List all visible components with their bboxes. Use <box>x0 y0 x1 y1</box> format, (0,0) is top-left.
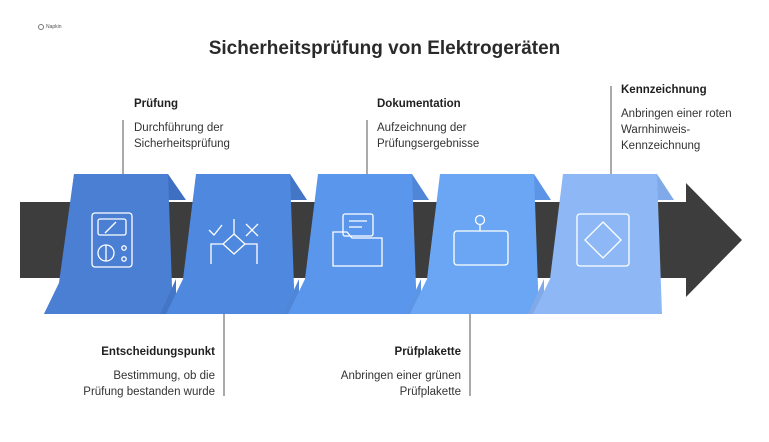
step-5-desc-line-2: Warnhinweis- <box>621 124 691 136</box>
step-4-heading: Prüfplakette <box>394 346 461 358</box>
step-2-label: Entscheidungspunkt Bestimmung, ob die Pr… <box>30 344 215 400</box>
sticker-tag-icon <box>453 214 509 266</box>
step-3-label: Dokumentation Aufzeichnung der Prüfungse… <box>377 96 479 152</box>
page-title: Sicherheitsprüfung von Elektrogeräten <box>208 38 561 59</box>
logo-icon <box>38 24 44 30</box>
folder-document-icon <box>332 213 383 267</box>
step-3-desc-line-2: Prüfungsergebnisse <box>377 138 480 150</box>
step-1-heading: Prüfung <box>134 98 179 110</box>
step-1-panel <box>44 174 186 314</box>
step-1-label: Prüfung Durchführung der Sicherheitsprüf… <box>134 96 230 152</box>
step-5-desc-line-3: Kennzeichnung <box>621 140 701 152</box>
step-2-desc-line-2: Prüfung bestanden wurde <box>83 386 215 398</box>
step-3-heading: Dokumentation <box>377 98 461 110</box>
logo: Napkin <box>38 24 62 30</box>
step-5-desc-line-1: Anbringen einer roten <box>621 108 732 120</box>
step-5-panel <box>528 174 674 314</box>
warning-diamond-icon <box>576 213 630 267</box>
step-5-label: Kennzeichnung Anbringen einer roten Warn… <box>621 82 732 154</box>
step-2-panel <box>160 174 307 314</box>
step-4-panel <box>405 174 551 314</box>
step-4-desc-line-1: Anbringen einer grünen <box>340 370 461 382</box>
step-3-panel <box>283 174 429 314</box>
step-3-desc-line-1: Aufzeichnung der <box>377 122 467 134</box>
step-1-desc-line-2: Sicherheitsprüfung <box>134 138 230 150</box>
test-meter-icon <box>91 212 133 268</box>
step-2-heading: Entscheidungspunkt <box>101 346 215 358</box>
step-4-desc-line-2: Prüfplakette <box>399 386 461 398</box>
decision-check-cross-icon <box>208 219 259 264</box>
step-1-desc-line-1: Durchführung der <box>134 122 224 134</box>
step-2-desc-line-1: Bestimmung, ob die <box>113 370 215 382</box>
step-5-heading: Kennzeichnung <box>621 84 707 96</box>
logo-text: Napkin <box>46 24 62 30</box>
step-4-label: Prüfplakette Anbringen einer grünen Prüf… <box>280 344 461 400</box>
